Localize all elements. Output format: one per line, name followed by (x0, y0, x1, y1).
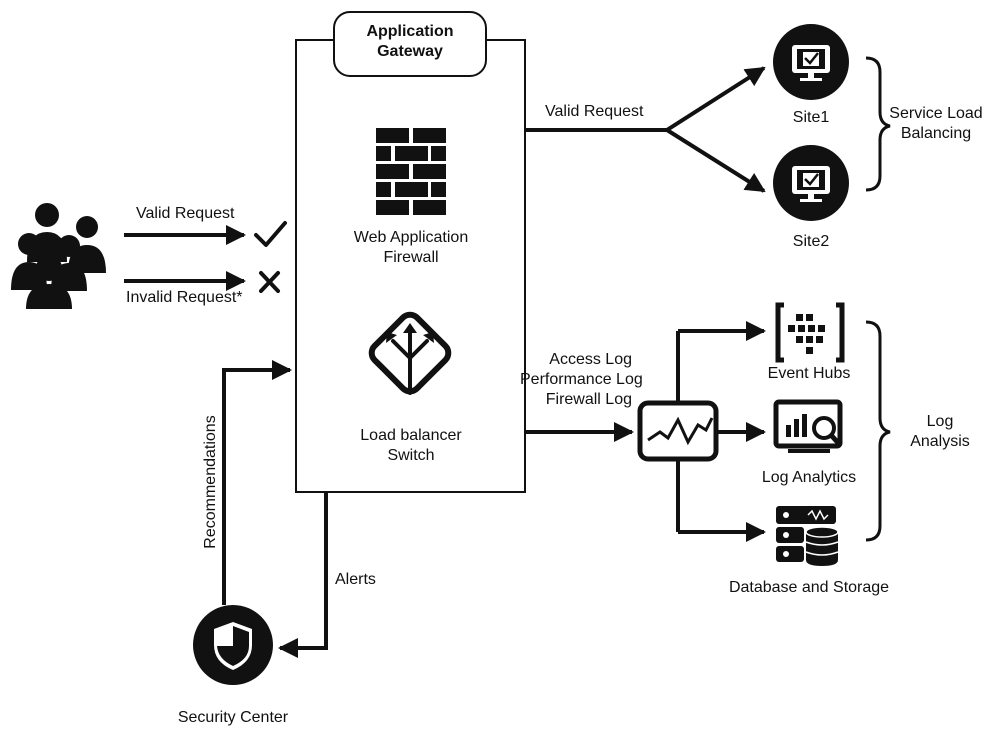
site2-arrow (665, 128, 766, 193)
waf-label-line1: Web Application (353, 229, 469, 246)
lb-label-line2: Switch (387, 447, 435, 464)
users-icon (11, 203, 106, 309)
site-monitor-icon (773, 24, 849, 100)
log-analytics-label: Log Analytics (761, 469, 857, 486)
site-monitor-icon (773, 145, 849, 221)
access-log-label: Access Log (549, 351, 632, 368)
service-load-balancing-label: Service Load Balancing (884, 104, 988, 144)
event-hubs-icon (775, 302, 845, 363)
load-balancer-label: Load balancer Switch (326, 426, 496, 466)
service-label-line1: Service Load (889, 105, 983, 122)
alerts-label: Alerts (335, 571, 376, 588)
log-analysis-label: Log Analysis (900, 412, 980, 452)
gateway-title-line1: Application (366, 23, 454, 40)
waf-label-line2: Firewall (383, 249, 439, 266)
log-analytics-icon (773, 399, 843, 453)
lb-label-line1: Load balancer (360, 427, 462, 444)
cross-icon (259, 271, 280, 293)
performance-log-label: Performance Log (520, 371, 643, 388)
site1-label: Site1 (792, 109, 830, 126)
log-analysis-line2: Analysis (910, 433, 970, 450)
recommendations-arrow (222, 360, 292, 605)
service-brace (865, 56, 891, 192)
alerts-arrow (278, 492, 328, 658)
gateway-title-box (333, 11, 487, 77)
gateway-title-line2: Gateway (377, 43, 443, 60)
firewall-icon (376, 128, 446, 215)
monitor-chart-icon (637, 400, 719, 462)
security-center-label: Security Center (177, 709, 289, 726)
security-shield-icon (193, 605, 273, 685)
gateway-box (295, 39, 526, 493)
log-brace (865, 320, 891, 542)
firewall-log-label: Firewall Log (545, 391, 632, 408)
site1-arrow (665, 66, 766, 132)
waf-label: Web Application Firewall (326, 228, 496, 268)
check-icon (254, 221, 287, 247)
user-valid-request-label: Valid Request (136, 205, 235, 222)
database-icon (776, 506, 839, 566)
service-label-line2: Balancing (900, 125, 972, 142)
load-balancer-icon (368, 311, 452, 395)
log-analysis-line1: Log (926, 413, 954, 430)
event-hubs-label: Event Hubs (767, 365, 851, 382)
route-valid-request-label: Valid Request (545, 103, 644, 120)
recommendations-label: Recommendations (202, 415, 219, 549)
user-invalid-request-label: Invalid Request* (126, 289, 243, 306)
database-label: Database and Storage (728, 579, 890, 596)
site2-label: Site2 (792, 233, 830, 250)
logs-label: Access Log Performance Log Firewall Log (520, 350, 643, 410)
gateway-title: Application Gateway (334, 22, 486, 62)
